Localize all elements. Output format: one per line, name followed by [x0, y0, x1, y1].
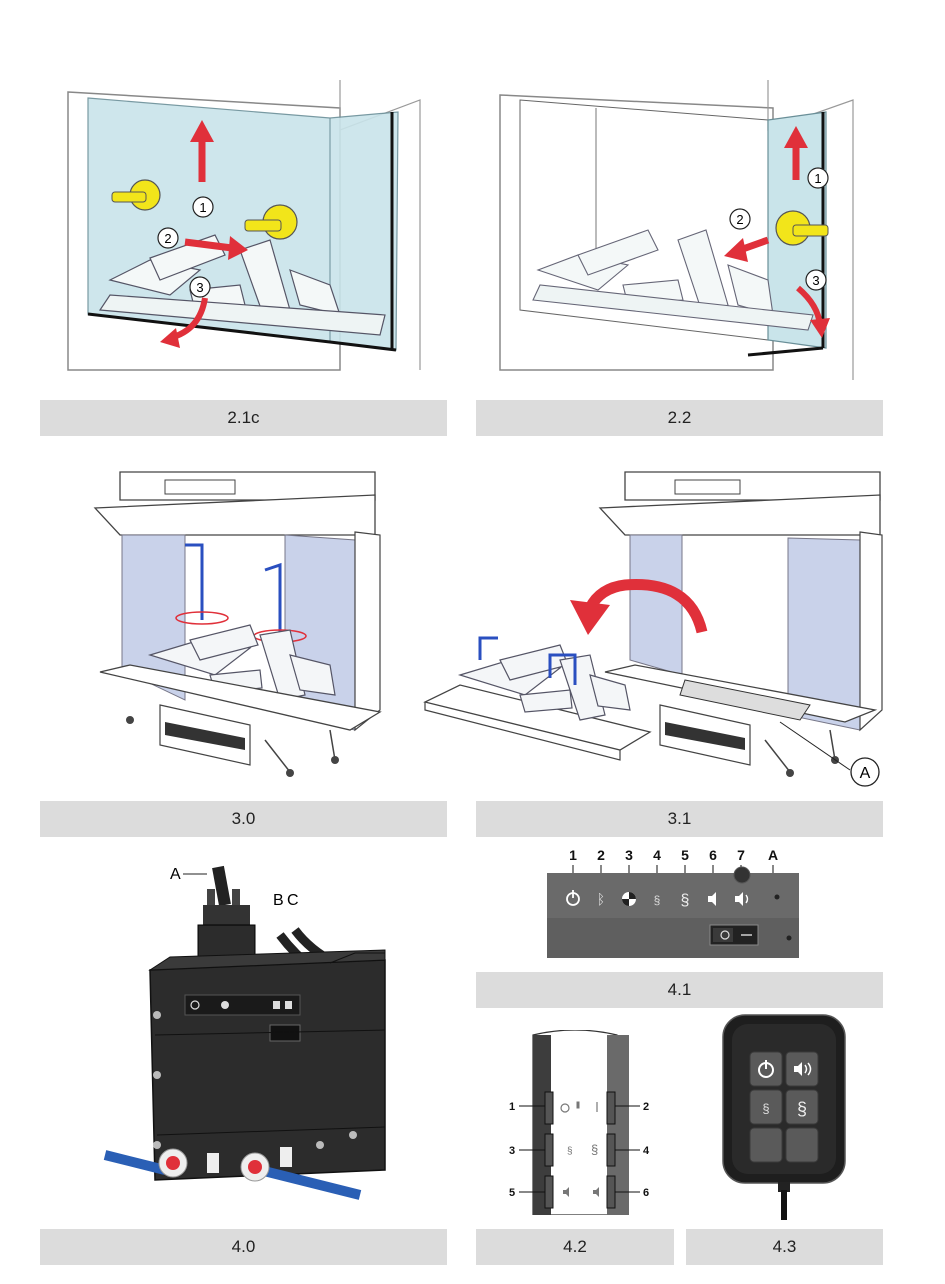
- caption-4-0: 4.0: [40, 1229, 447, 1265]
- figure-4-3: § §: [720, 1010, 850, 1220]
- figure-4-2: 1 2 3 4 5 6 § §: [505, 1030, 665, 1215]
- wall-remote-illustration: § §: [722, 1014, 846, 1220]
- fireplace-log-set-illustration: [93, 471, 382, 777]
- flame-low-icon: §: [762, 1101, 769, 1116]
- remote-side-buttons: 1 2 3 4 5 6 § §: [509, 1030, 650, 1215]
- number-3: 3: [625, 847, 633, 863]
- number-7: 7: [737, 847, 745, 863]
- light-icon: [622, 892, 636, 906]
- caption-2-1c: 2.1c: [40, 400, 447, 436]
- number-4: 4: [643, 1145, 650, 1157]
- callout-3: 3: [812, 273, 819, 288]
- label-c: C: [287, 892, 299, 909]
- callout-3: 3: [196, 280, 203, 295]
- figure-2-2: 1 2 3: [478, 70, 888, 390]
- flame-high-icon: §: [797, 1099, 807, 1119]
- number-6: 6: [709, 847, 717, 863]
- callout-1: 1: [814, 171, 821, 186]
- control-box-illustration: A B C: [103, 865, 386, 1200]
- flame-high-icon: §: [591, 1142, 598, 1157]
- callout-2: 2: [736, 212, 743, 227]
- number-5: 5: [681, 847, 689, 863]
- suction-cup-icon: [111, 179, 161, 211]
- volume-icon: [794, 1062, 812, 1076]
- figure-3-0: [90, 460, 390, 795]
- callout-2: 2: [164, 231, 171, 246]
- label-a: A: [768, 847, 778, 863]
- number-6: 6: [643, 1187, 649, 1199]
- figure-4-0: A B C: [95, 845, 395, 1215]
- number-1: 1: [509, 1101, 515, 1113]
- caption-4-3: 4.3: [686, 1229, 883, 1265]
- caption-4-1: 4.1: [476, 972, 883, 1008]
- power-icon: [566, 890, 580, 906]
- flame-high-icon: §: [681, 892, 690, 909]
- control-panel-closeup: 1 2 3 4 5 6 7 A ᛒ § §: [547, 847, 799, 958]
- callout-1: 1: [199, 200, 206, 215]
- label-a: A: [170, 866, 181, 883]
- flame-low-icon: §: [654, 893, 661, 907]
- number-1: 1: [569, 847, 577, 863]
- bluetooth-icon: ᛒ: [597, 891, 605, 907]
- label-b: B: [273, 892, 284, 909]
- number-4: 4: [653, 847, 661, 863]
- number-5: 5: [509, 1187, 515, 1199]
- number-2: 2: [597, 847, 605, 863]
- fireplace-glass-removal-illustration: 1 2 3: [67, 80, 421, 371]
- caption-4-2: 4.2: [476, 1229, 674, 1265]
- figure-2-1c: 1 2 3: [40, 70, 450, 390]
- figure-3-1: A: [420, 460, 890, 795]
- number-2: 2: [643, 1101, 649, 1113]
- log-set-removed-illustration: A: [423, 471, 883, 787]
- number-3: 3: [509, 1145, 515, 1157]
- figure-4-1: 1 2 3 4 5 6 7 A ᛒ § §: [545, 845, 805, 960]
- callout-a: A: [860, 765, 871, 782]
- fireplace-side-glass-illustration: 1 2 3: [499, 80, 854, 380]
- power-icon: [758, 1060, 774, 1078]
- flame-low-icon: §: [567, 1146, 573, 1157]
- caption-2-2: 2.2: [476, 400, 883, 436]
- volume-low-icon: [708, 892, 716, 906]
- caption-3-1: 3.1: [476, 801, 883, 837]
- caption-3-0: 3.0: [40, 801, 447, 837]
- volume-high-icon: [735, 892, 749, 906]
